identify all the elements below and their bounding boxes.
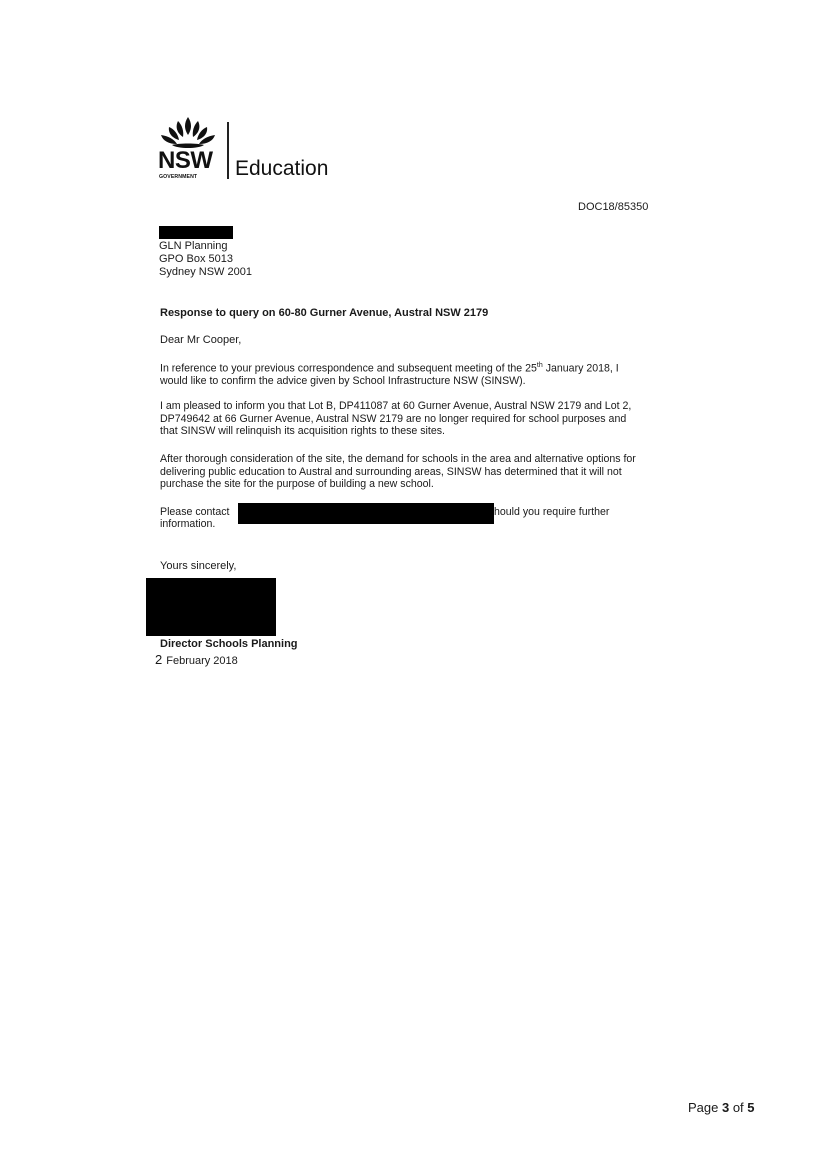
- paragraph-4-start: Please contact: [160, 506, 230, 518]
- logo-nsw-text: NSW: [158, 147, 213, 174]
- paragraph-line: would like to confirm the advice given b…: [160, 375, 526, 388]
- logo-government-text: GOVERNMENT: [159, 174, 198, 180]
- paragraph-line: that SINSW will relinquish its acquisiti…: [160, 425, 445, 437]
- paragraph-4-line2: information.: [160, 518, 216, 530]
- address-line: GLN Planning: [159, 240, 228, 252]
- document-reference: DOC18/85350: [578, 201, 649, 213]
- page-total: 5: [747, 1100, 755, 1115]
- paragraph-text: January 2018, I: [542, 362, 619, 375]
- letter-subject: Response to query on 60-80 Gurner Avenue…: [160, 307, 489, 319]
- paragraph-line: DP749642 at 66 Gurner Avenue, Austral NS…: [160, 412, 627, 425]
- page-mid: of: [729, 1100, 748, 1115]
- recipient-address: GLN Planning GPO Box 5013 Sydney NSW 200…: [159, 240, 252, 279]
- address-line: GPO Box 5013: [159, 253, 233, 265]
- paragraph-line: delivering public education to Austral a…: [160, 465, 622, 478]
- paragraph-line: After thorough consideration of the site…: [160, 453, 636, 465]
- address-line: Sydney NSW 2001: [159, 266, 252, 278]
- waratah-icon: [161, 117, 215, 148]
- logo-agency-text: Education: [235, 157, 329, 180]
- page-current: 3: [721, 1100, 730, 1115]
- paragraph-text: In reference to your previous correspond…: [160, 362, 537, 375]
- redaction-recipient: [159, 226, 233, 239]
- paragraph-line: purchase the site for the purpose of bui…: [160, 478, 434, 490]
- signatory-title: Director Schools Planning: [160, 638, 298, 650]
- salutation: Dear Mr Cooper,: [160, 334, 242, 346]
- redaction-contact: [238, 503, 494, 524]
- handwritten-day: 2: [155, 652, 163, 667]
- logo-divider: [227, 122, 229, 179]
- paragraph-3: After thorough consideration of the site…: [160, 453, 690, 491]
- paragraph-2: I am pleased to inform you that Lot B, D…: [160, 400, 690, 438]
- nsw-education-logo: NSW GOVERNMENT Education: [158, 115, 348, 185]
- date-text: February 2018: [166, 655, 238, 667]
- paragraph-line: In reference to your previous correspond…: [160, 360, 690, 375]
- redaction-signature: [146, 578, 276, 636]
- paragraph-1: In reference to your previous correspond…: [160, 360, 690, 388]
- page-prefix: Page: [688, 1100, 722, 1115]
- closing: Yours sincerely,: [160, 560, 237, 572]
- paragraph-4-end: hould you require further: [494, 506, 610, 518]
- ordinal-suffix: th: [536, 362, 543, 369]
- paragraph-line: I am pleased to inform you that Lot B, D…: [160, 400, 632, 412]
- page-number: Page 3 of 5: [688, 1100, 755, 1115]
